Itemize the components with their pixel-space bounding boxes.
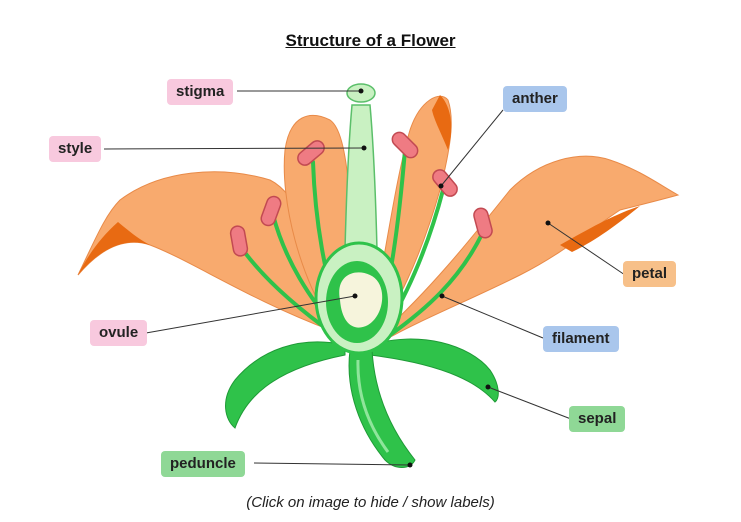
label-filament[interactable]: filament xyxy=(543,326,619,352)
sepal-right xyxy=(369,338,499,403)
anther-2 xyxy=(260,195,282,227)
style-column xyxy=(344,104,378,251)
toggle-labels-hint: (Click on image to hide / show labels) xyxy=(246,494,495,511)
ovule-leader xyxy=(145,295,356,334)
petal-right xyxy=(379,155,680,341)
style-leader xyxy=(103,147,365,150)
label-anther[interactable]: anther xyxy=(503,86,567,112)
label-sepal[interactable]: sepal xyxy=(569,406,626,432)
peduncle-dot xyxy=(407,462,413,468)
label-ovule[interactable]: ovule xyxy=(90,320,148,346)
filament-dot xyxy=(439,293,445,299)
petal-left-tip xyxy=(78,222,150,275)
ovule-body xyxy=(339,272,383,328)
label-peduncle[interactable]: peduncle xyxy=(161,451,245,477)
filament-leader xyxy=(441,295,544,339)
anther-leader xyxy=(440,109,504,187)
stigma-dot xyxy=(358,88,364,94)
anther-1 xyxy=(229,225,249,257)
label-style[interactable]: style xyxy=(49,136,102,162)
sepal-left xyxy=(225,341,346,429)
filament-6 xyxy=(388,230,485,337)
sepal-dot xyxy=(485,384,491,390)
peduncle-stem xyxy=(348,349,416,468)
anther-3 xyxy=(297,140,325,166)
peduncle-highlight xyxy=(356,359,390,453)
peduncle-leader xyxy=(253,462,411,466)
anthers xyxy=(229,131,493,257)
leader-dots xyxy=(352,88,551,468)
diagram-title: Structure of a Flower xyxy=(285,31,456,50)
petal-leader xyxy=(547,222,626,276)
anther-4 xyxy=(391,131,419,159)
style-dot xyxy=(361,145,367,151)
sepal-leader xyxy=(487,386,572,420)
label-petal[interactable]: petal xyxy=(623,261,677,287)
petal-dot xyxy=(545,220,551,226)
petal-right-edge xyxy=(560,206,640,252)
label-stigma[interactable]: stigma xyxy=(167,79,234,105)
anther-6 xyxy=(473,207,493,239)
petal-back-right-edge xyxy=(432,95,452,150)
leader-lines xyxy=(103,90,626,466)
anther-dot xyxy=(438,183,444,189)
ovule-dot xyxy=(352,293,358,299)
